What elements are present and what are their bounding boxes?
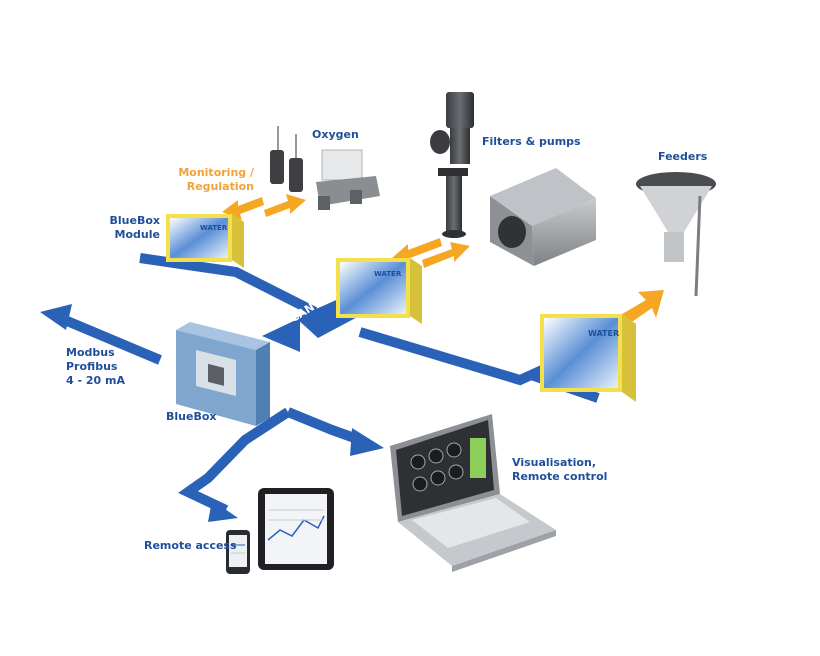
bus-line-down-left xyxy=(178,407,291,515)
monitoring-arrow-right xyxy=(264,194,306,217)
label-visualisation-line2: Remote control xyxy=(512,470,608,483)
label-bluebox-module: BlueBox Module xyxy=(100,214,160,242)
pumps-arrow-right xyxy=(422,242,470,268)
phone xyxy=(226,530,250,574)
modbus-line xyxy=(58,313,162,365)
label-profibus: Profibus xyxy=(66,360,118,373)
label-remote-access: Remote access xyxy=(144,539,237,552)
label-visualisation: Visualisation, Remote control xyxy=(512,456,607,484)
label-monitoring-line2: Regulation xyxy=(186,180,254,193)
label-monitoring-line1: Monitoring / xyxy=(178,166,254,179)
bus-line-down-right xyxy=(286,407,362,445)
monitoring-arrow-left xyxy=(222,197,264,220)
label-bluebox-module-line1: BlueBox xyxy=(109,214,160,227)
label-filters-pumps: Filters & pumps xyxy=(482,135,581,148)
modbus-arrow-head xyxy=(40,304,72,330)
bluebox-module-1: WATER xyxy=(166,214,244,268)
label-visualisation-line1: Visualisation, xyxy=(512,456,596,469)
label-bluebox-module-line2: Module xyxy=(114,228,160,241)
can-bus-arrow-head xyxy=(262,318,300,352)
laptop xyxy=(390,414,556,572)
bluebox-module-3: WATER xyxy=(540,314,636,402)
vertical-pump xyxy=(430,92,474,238)
tablet xyxy=(258,488,334,570)
bus-line-middle xyxy=(358,327,556,386)
oxygen-sensors xyxy=(270,126,380,210)
bus-line-top xyxy=(139,253,318,317)
label-protocols: Modbus Profibus 4 - 20 mA xyxy=(66,346,125,388)
label-analog: 4 - 20 mA xyxy=(66,374,125,387)
module-brand-text: WATER xyxy=(200,224,228,232)
remote-arrow-head xyxy=(208,500,238,522)
bluebox-controller xyxy=(176,322,270,426)
pumps-arrow-left xyxy=(392,238,442,264)
label-bluebox: BlueBox xyxy=(166,410,217,423)
label-monitoring: Monitoring / Regulation xyxy=(172,166,254,194)
label-oxygen: Oxygen xyxy=(312,128,359,141)
label-modbus: Modbus xyxy=(66,346,115,359)
svg-text:WATER: WATER xyxy=(374,270,402,278)
visualisation-arrow-head xyxy=(350,428,384,456)
feeder xyxy=(636,172,716,297)
svg-text:WATER: WATER xyxy=(588,329,619,338)
orange-arrows xyxy=(222,194,664,330)
label-feeders: Feeders xyxy=(658,150,708,163)
drum-filter xyxy=(490,168,596,266)
bluebox-module-2: WATER xyxy=(336,258,422,324)
